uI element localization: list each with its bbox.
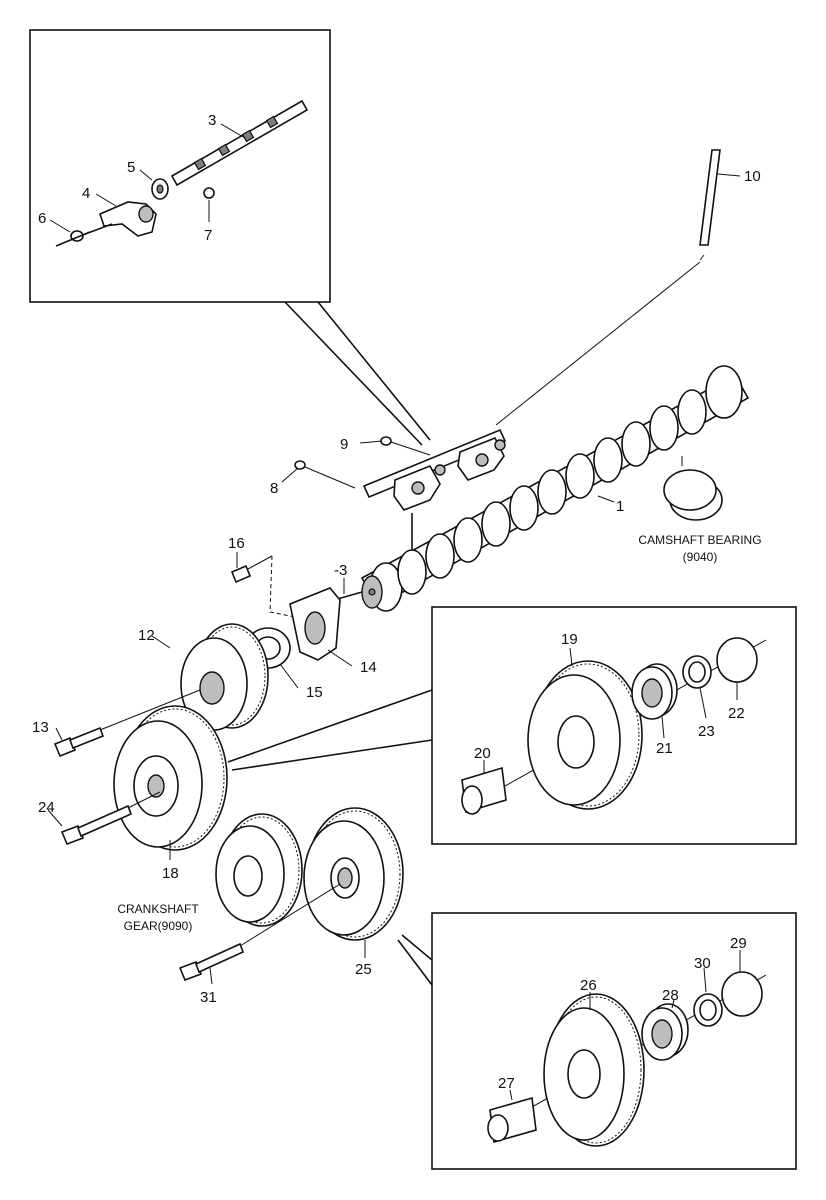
callout-20: 20 xyxy=(474,745,491,762)
callout-31: 31 xyxy=(200,989,217,1006)
callout-12: 12 xyxy=(138,627,155,644)
bolt-part-8 xyxy=(294,460,356,489)
caption-camshaft-bearing-code: (9040) xyxy=(683,550,718,564)
camshaft-bearing-part xyxy=(663,456,723,521)
callout-8: 8 xyxy=(270,480,278,497)
captions: CAMSHAFT BEARING (9040) CRANKSHAFT GEAR(… xyxy=(117,533,761,933)
idler-gear-part xyxy=(113,705,228,851)
detail-box-idler-gear xyxy=(431,606,797,845)
callout-13: 13 xyxy=(32,719,49,736)
bolt-part-13 xyxy=(53,689,201,758)
plug-part-7 xyxy=(203,187,215,199)
washer-part-5 xyxy=(151,178,169,200)
gear-part-25 xyxy=(303,807,404,941)
bolt-part-9 xyxy=(380,436,431,456)
bolt-part-24 xyxy=(60,791,161,846)
camshaft-part xyxy=(333,365,750,612)
callout-21: 21 xyxy=(656,740,673,757)
callout-30: 30 xyxy=(694,955,711,972)
callout-4: 4 xyxy=(82,185,90,202)
detail-box-rocker-shaft xyxy=(29,29,431,446)
callout-7: 7 xyxy=(204,227,212,244)
callout-24: 24 xyxy=(38,799,55,816)
bolt-part-16 xyxy=(230,555,301,619)
callout-26: 26 xyxy=(580,977,597,994)
callout-labels: 1 3 -3 4 5 6 7 8 9 10 12 13 14 15 16 18 … xyxy=(32,112,761,1092)
caption-camshaft-bearing: CAMSHAFT BEARING xyxy=(638,533,761,547)
caption-crankshaft-gear-code: GEAR(9090) xyxy=(124,919,193,933)
callout-6: 6 xyxy=(38,210,46,227)
callout-14: 14 xyxy=(360,659,377,676)
rocker-shaft-part xyxy=(170,99,309,187)
callout-18: 18 xyxy=(162,865,179,882)
callout-22: 22 xyxy=(728,705,745,722)
thrust-plate-part xyxy=(289,587,341,661)
callout-27: 27 xyxy=(498,1075,515,1092)
callout-10: 10 xyxy=(744,168,761,185)
callout-19: 19 xyxy=(561,631,578,648)
callout-5: 5 xyxy=(127,159,135,176)
callout-9: 9 xyxy=(340,436,348,453)
camshaft-gear-part xyxy=(180,623,269,731)
crankshaft-gear-part xyxy=(215,813,303,927)
rocker-assembly xyxy=(362,428,507,560)
callout-25: 25 xyxy=(355,961,372,978)
callout-23: 23 xyxy=(698,723,715,740)
callout-16: 16 xyxy=(228,535,245,552)
detail-box-gear-25 xyxy=(431,912,797,1170)
callout-29: 29 xyxy=(730,935,747,952)
caption-crankshaft-gear: CRANKSHAFT xyxy=(117,902,199,916)
rocker-arm-part xyxy=(79,201,157,237)
callout-28: 28 xyxy=(662,987,679,1004)
callout-15: 15 xyxy=(306,684,323,701)
bolt-part-31 xyxy=(178,883,341,982)
leader-lines xyxy=(47,123,741,1101)
callout-3b: -3 xyxy=(334,562,347,579)
callout-3: 3 xyxy=(208,112,216,129)
callout-1: 1 xyxy=(616,498,624,515)
clip-part-6 xyxy=(55,230,91,247)
push-rod-part xyxy=(699,149,721,261)
